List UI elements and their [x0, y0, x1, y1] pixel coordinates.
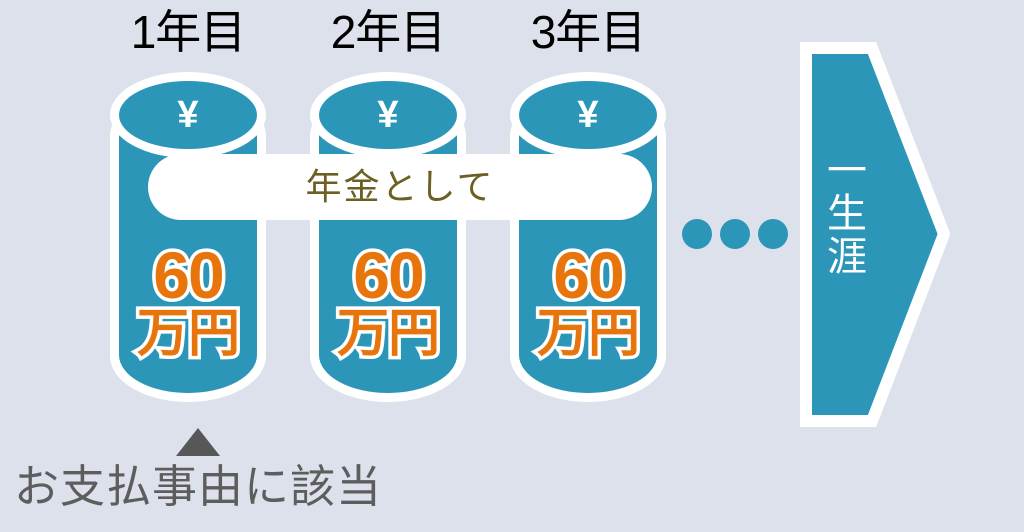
year-label-1: 1年目	[130, 6, 247, 58]
cylinder-top-face	[519, 81, 657, 149]
payout-cylinder-3: ¥	[510, 72, 666, 402]
lifetime-arrow-label: 一 生 涯	[812, 149, 882, 280]
yen-icon: ¥	[377, 94, 399, 136]
continuation-dots	[682, 218, 788, 250]
dot-icon	[720, 219, 750, 249]
lifetime-char-1: 一	[827, 149, 867, 193]
trigger-caption: お支払事由に該当	[14, 461, 383, 512]
lifetime-arrow	[800, 42, 950, 427]
payout-cylinder-1: ¥	[110, 72, 266, 402]
cylinder-top-face	[119, 81, 257, 149]
lifetime-char-3: 涯	[827, 235, 867, 280]
year-label-2: 2年目	[330, 6, 447, 58]
dot-icon	[682, 219, 712, 249]
yen-icon: ¥	[177, 94, 199, 136]
cylinder-top-face	[319, 81, 457, 149]
triangle-up-icon	[176, 428, 220, 456]
payout-cylinder-2: ¥	[310, 72, 466, 402]
pension-banner: 年金として	[148, 154, 652, 220]
dot-icon	[758, 219, 788, 249]
lifetime-char-2: 生	[827, 192, 867, 237]
yen-icon: ¥	[577, 94, 599, 136]
pension-banner-label: 年金として	[305, 166, 495, 207]
lifetime-arrow-shape	[800, 42, 950, 427]
year-label-3: 3年目	[530, 6, 647, 58]
